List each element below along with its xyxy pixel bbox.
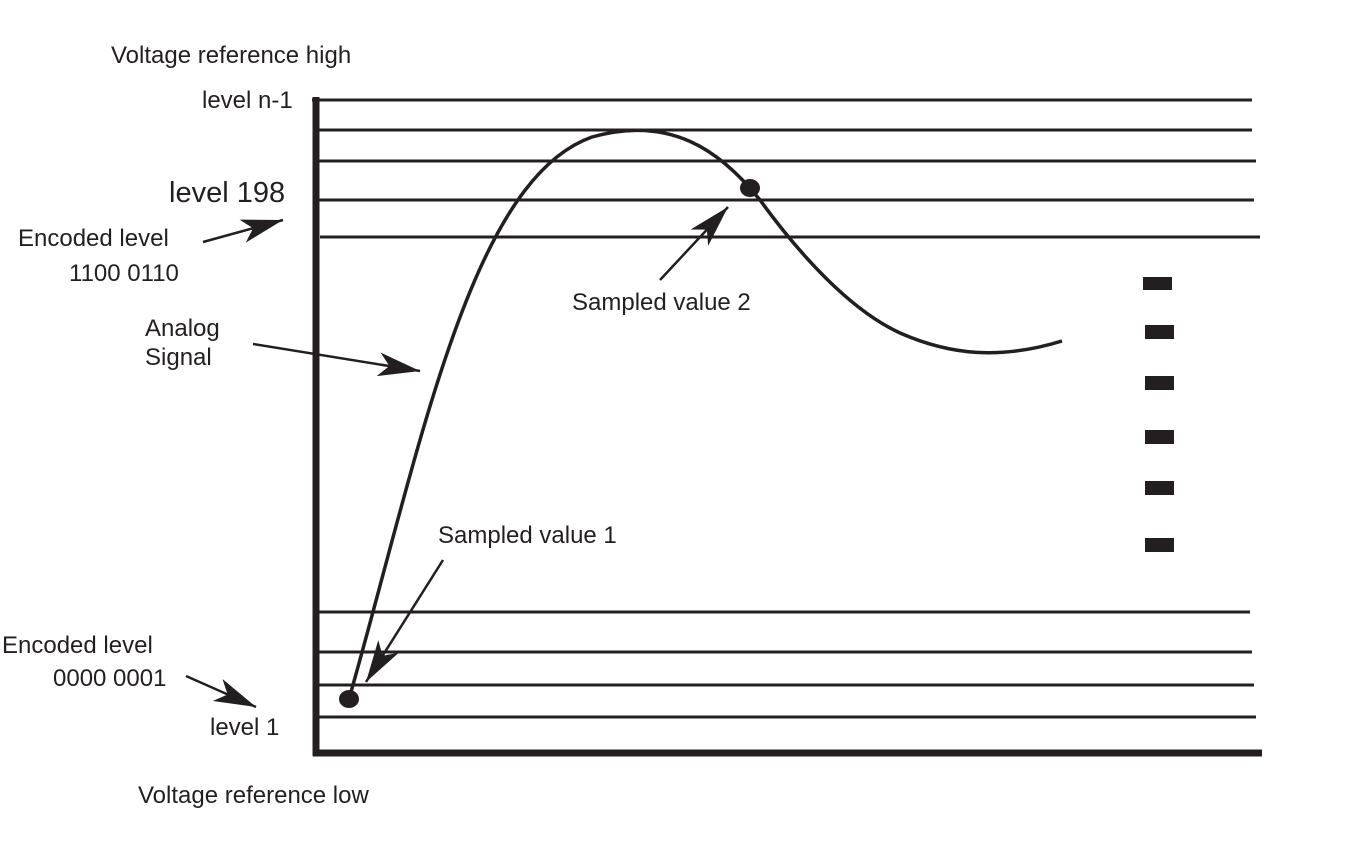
encoded-low-arrow <box>185 674 257 709</box>
encoded-level-low-code: 0000 0001 <box>53 665 167 692</box>
sample-1-arrow <box>364 559 445 683</box>
analog-signal-arrow <box>252 342 421 377</box>
analog-signal-curve <box>347 128 1063 700</box>
level-n-1-label: level n-1 <box>202 87 293 114</box>
voltage-reference-low-label: Voltage reference low <box>138 782 369 809</box>
encoded-level-high-code: 1100 0110 <box>69 260 179 287</box>
voltage-reference-high-label: Voltage reference high <box>111 42 352 69</box>
continuation-mark <box>1145 325 1174 339</box>
annotation-arrows <box>185 206 729 709</box>
analog-signal-label-line2: Signal <box>145 344 212 371</box>
encoded-high-arrow <box>202 218 284 244</box>
level-198-label: level 198 <box>169 177 286 209</box>
sample-2-arrow <box>659 206 729 281</box>
sampled-value-1-label: Sampled value 1 <box>438 522 617 549</box>
encoded-level-low-title: Encoded level <box>2 632 153 659</box>
encoded-level-high-title: Encoded level <box>18 225 169 252</box>
continuation-mark <box>1145 430 1174 444</box>
analog-signal-label-line1: Analog <box>145 315 220 342</box>
continuation-mark <box>1145 376 1174 390</box>
sample-point-1 <box>339 690 359 708</box>
continuation-mark <box>1143 277 1172 290</box>
sampled-value-2-label: Sampled value 2 <box>572 289 751 316</box>
sample-point-2 <box>740 179 760 197</box>
upper-level-lines <box>312 98 1260 239</box>
continuation-marks <box>1143 277 1174 552</box>
level-1-label: level 1 <box>210 714 280 741</box>
continuation-mark <box>1145 481 1174 495</box>
continuation-mark <box>1145 538 1174 552</box>
lower-level-lines <box>316 610 1256 719</box>
